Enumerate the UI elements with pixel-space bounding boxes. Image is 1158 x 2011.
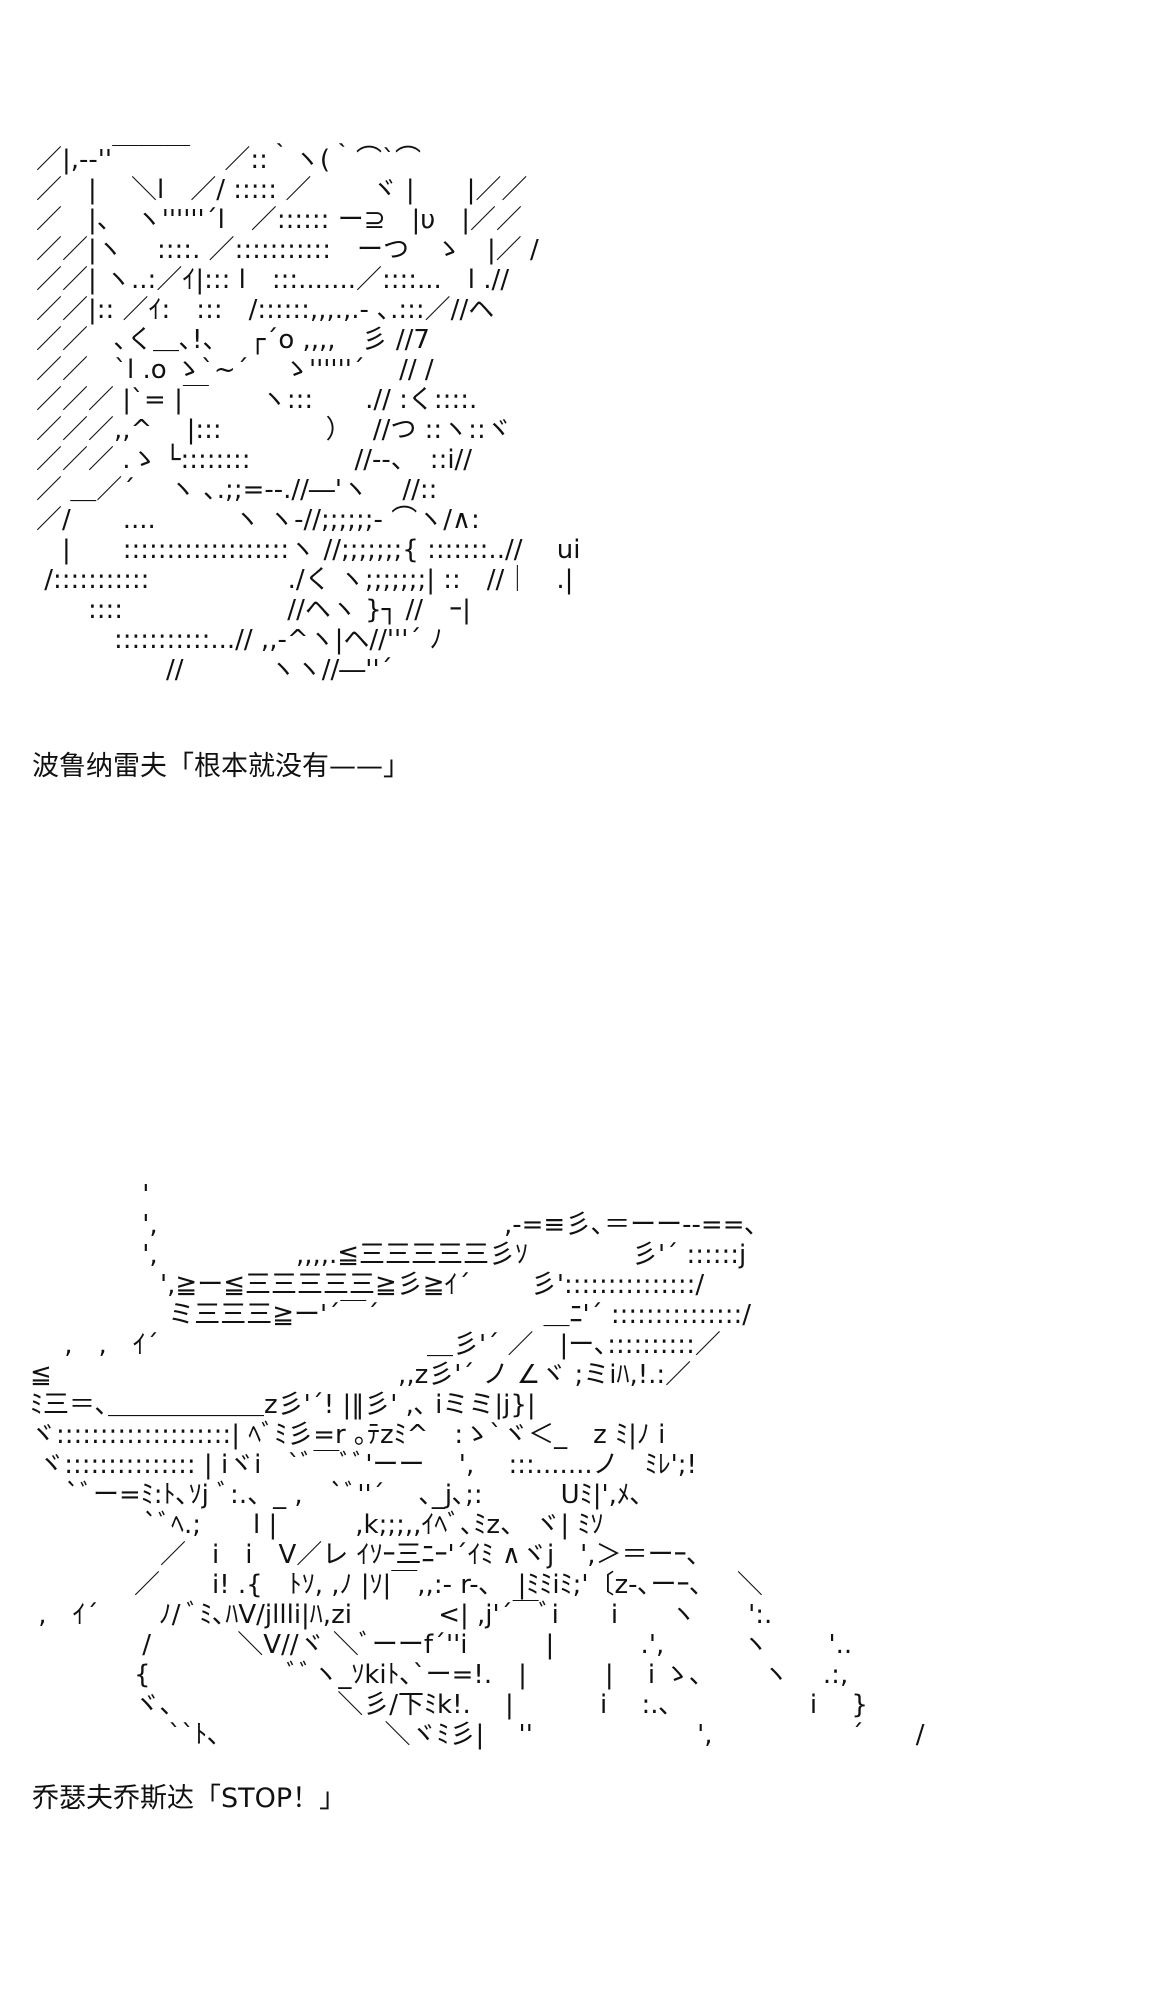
ascii-art-joseph: ' ', ,-=≡彡､＝ーー--==､ ', ,,,,.≦三三三三三彡ｿ 彡'´… [30, 1180, 925, 1750]
caption-polnareff: 波鲁纳雷夫「根本就没有——」 [32, 751, 410, 782]
ascii-art-polnareff: ／|,--''￣￣￣ ／::｀ヽ(｀⌒`⌒ ／ | ＼l ／/ ::::: ／ … [36, 145, 581, 685]
caption-joseph: 乔瑟夫乔斯达「STOP！」 [32, 1783, 347, 1814]
